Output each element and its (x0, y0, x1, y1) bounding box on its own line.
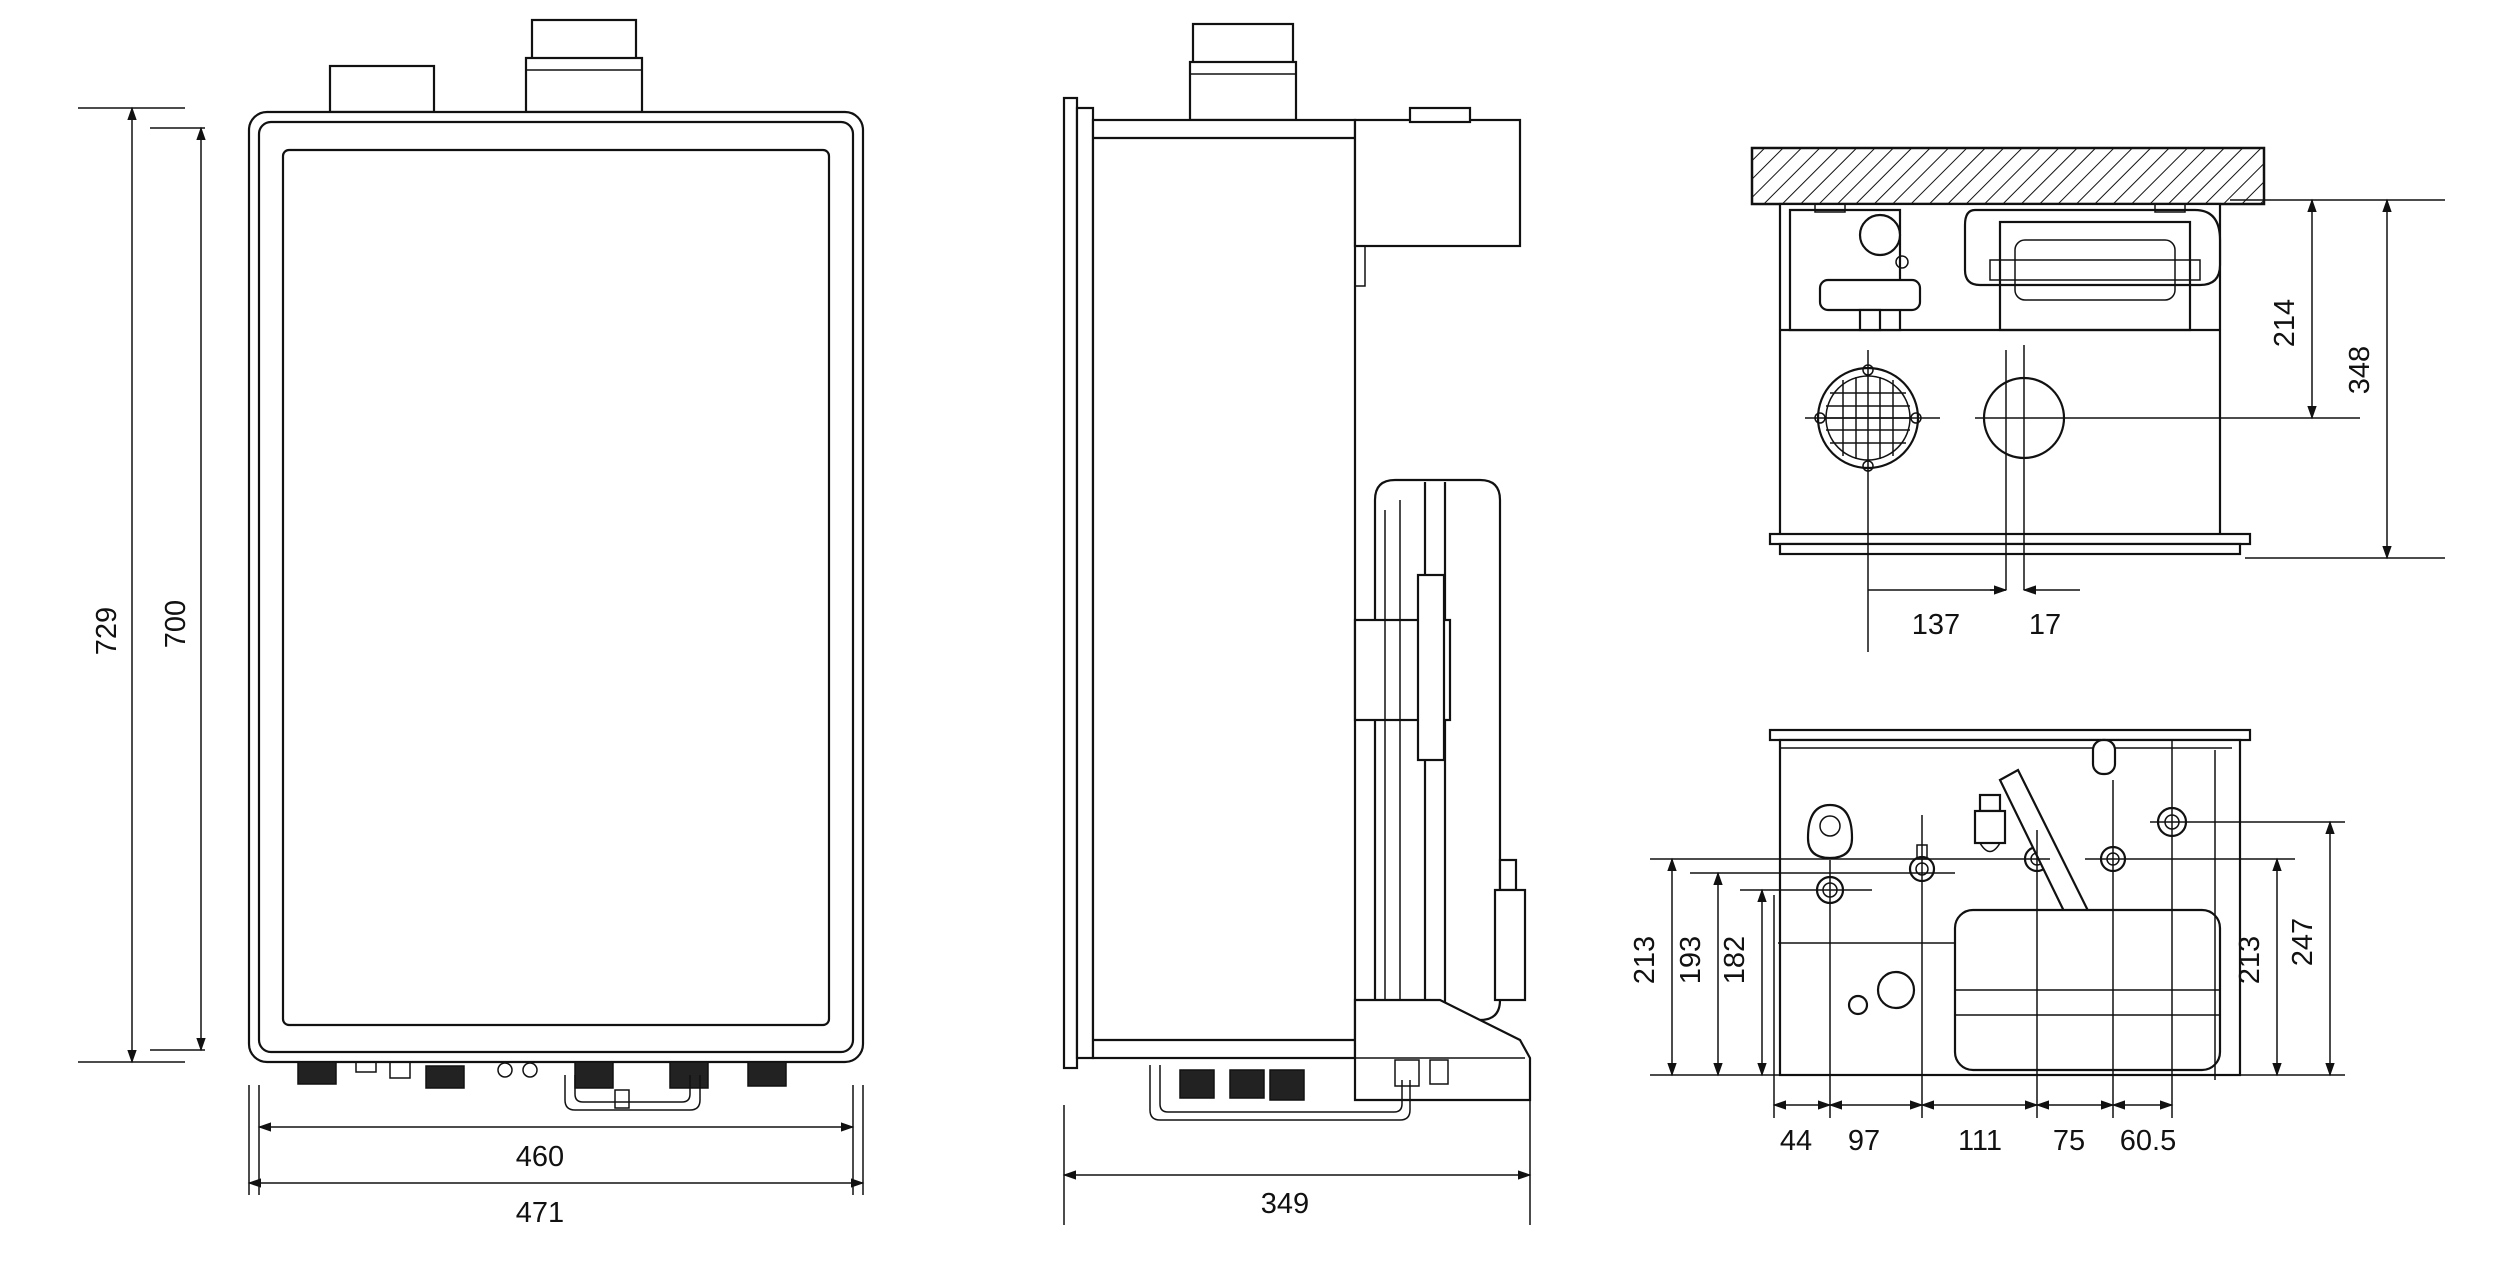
top-view: 214 348 137 17 (1750, 146, 2445, 652)
dim-spacing-4: 75 (2053, 1125, 2085, 1157)
dim-spacing-2: 97 (1848, 1125, 1880, 1157)
dim-width-outer: 471 (516, 1197, 564, 1229)
front-bottom-fittings (297, 1061, 787, 1111)
dim-right-height-2: 247 (2287, 918, 2319, 966)
dim-height-outer: 729 (91, 607, 123, 655)
dim-height-a: 214 (2269, 299, 2301, 347)
bottom-view: 213 193 182 213 247 44 97 111 75 60.5 (1629, 728, 2345, 1157)
dim-spacing-3: 111 (1958, 1125, 2002, 1157)
dim-offset-b: 17 (2029, 609, 2061, 641)
dim-height-b: 348 (2344, 346, 2376, 394)
side-bottom-fittings (1149, 1059, 1449, 1121)
dim-width-inner: 460 (516, 1141, 564, 1173)
side-view: 349 (1062, 22, 1532, 1225)
dim-spacing-1: 44 (1780, 1125, 1812, 1157)
dim-spacing-5: 60.5 (2120, 1125, 2176, 1157)
dim-left-height-2: 193 (1675, 936, 1707, 984)
dim-depth: 349 (1261, 1188, 1309, 1220)
dim-left-height-3: 182 (1719, 936, 1751, 984)
dim-right-height-1: 213 (2234, 936, 2266, 984)
dim-left-height-1: 213 (1629, 936, 1661, 984)
dim-offset-a: 137 (1912, 609, 1960, 641)
dim-height-inner: 700 (160, 600, 192, 648)
front-view: 729 700 460 471 (78, 18, 865, 1229)
